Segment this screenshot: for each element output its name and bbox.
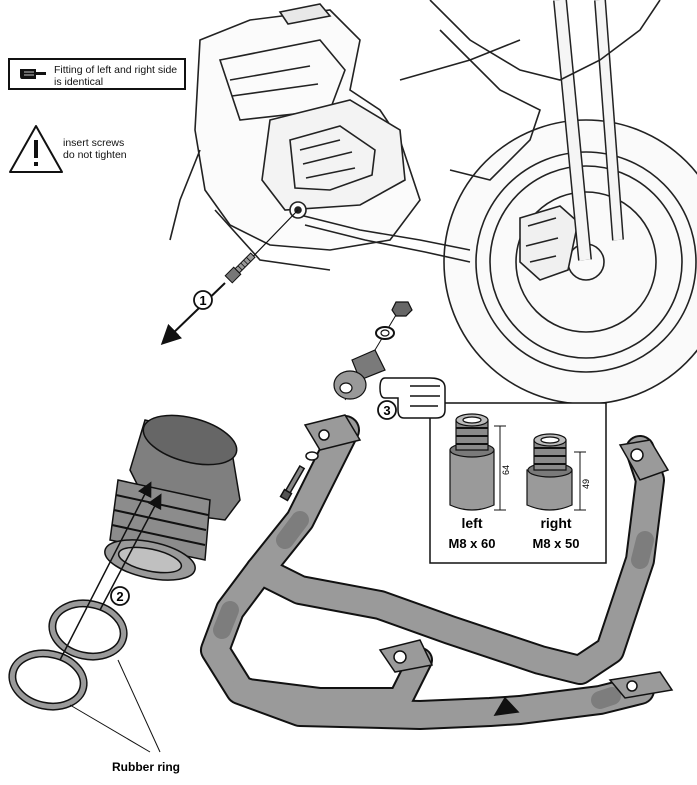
assembly-arrows-step2 bbox=[59, 481, 162, 753]
dimension-left bbox=[494, 425, 506, 511]
pointing-hand-icon bbox=[20, 69, 46, 79]
step-marker-2: 2 bbox=[110, 586, 130, 606]
motorcycle-illustration bbox=[169, 0, 697, 405]
bobbin-left-label: left bbox=[462, 515, 483, 531]
mounting-plates bbox=[279, 414, 674, 716]
step-2-label: 2 bbox=[116, 589, 123, 604]
step-marker-1: 1 bbox=[193, 290, 213, 310]
dimension-left-value: 64 bbox=[501, 465, 511, 475]
bobbin-right-spec: M8 x 50 bbox=[533, 536, 580, 551]
fitting-note: Fitting of left and right side is identi… bbox=[8, 58, 186, 90]
dimension-right-value: 49 bbox=[581, 479, 591, 489]
warning-note: insert screws do not tighten bbox=[63, 137, 127, 161]
warning-triangle-icon bbox=[9, 125, 63, 173]
bobbin-left-spec: M8 x 60 bbox=[449, 536, 496, 551]
nut-washer-stack bbox=[333, 301, 413, 401]
step-1-label: 1 bbox=[199, 293, 206, 308]
bobbin-right-icon bbox=[526, 433, 573, 511]
pointing-hand-icon bbox=[379, 377, 446, 419]
crash-bar bbox=[200, 415, 665, 730]
rubber-rings bbox=[8, 599, 128, 711]
bolt-step1 bbox=[160, 209, 299, 345]
fitting-note-line2: is identical bbox=[54, 76, 104, 88]
warning-note-line2: do not tighten bbox=[63, 149, 127, 161]
fitting-note-line1: Fitting of left and right side bbox=[54, 64, 178, 76]
rubber-ring-label: Rubber ring bbox=[112, 760, 180, 774]
crash-pad-bobbin bbox=[104, 414, 241, 581]
dimension-right bbox=[574, 451, 586, 511]
step-marker-3: 3 bbox=[377, 400, 397, 420]
step-3-label: 3 bbox=[383, 403, 390, 418]
bobbin-left-icon bbox=[449, 413, 495, 511]
bobbin-right-label: right bbox=[540, 515, 571, 531]
warning-note-line1: insert screws bbox=[63, 137, 125, 149]
